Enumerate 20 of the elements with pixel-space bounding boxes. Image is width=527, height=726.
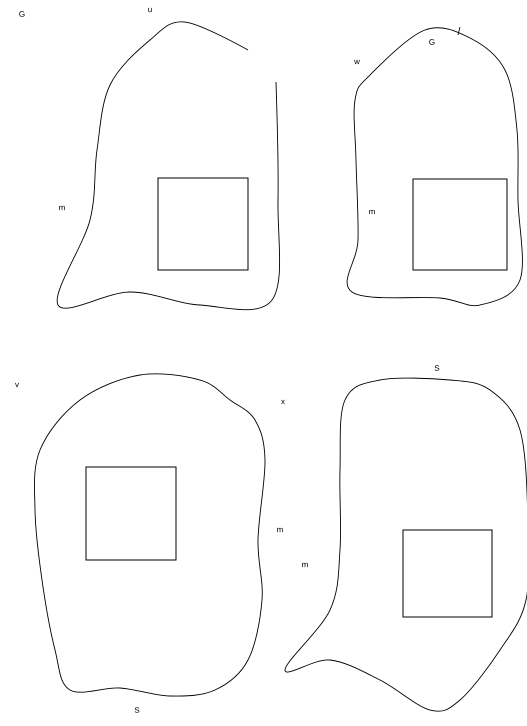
square <box>402 530 492 618</box>
square <box>86 466 176 560</box>
handwritten-letter: m <box>277 528 283 532</box>
square <box>412 178 508 270</box>
outline-shape <box>346 26 523 306</box>
handwritten-letter: w <box>354 60 360 64</box>
handwritten-letter: x <box>281 400 285 404</box>
handwritten-letter: m <box>302 562 308 568</box>
handwritten-letter: u <box>148 8 152 12</box>
outline-shape <box>34 373 266 697</box>
handwritten-letter: S <box>434 365 440 371</box>
handwritten-letter: m <box>369 210 375 214</box>
outline-shape <box>56 21 280 310</box>
square <box>158 178 248 270</box>
outline-shape <box>284 378 527 712</box>
handwritten-letter: S <box>134 707 140 713</box>
handwritten-letter: m <box>59 206 65 210</box>
handwritten-letter: v <box>15 382 19 388</box>
handwritten-letter: G <box>429 39 435 45</box>
handwritten-letter: G <box>19 11 25 17</box>
